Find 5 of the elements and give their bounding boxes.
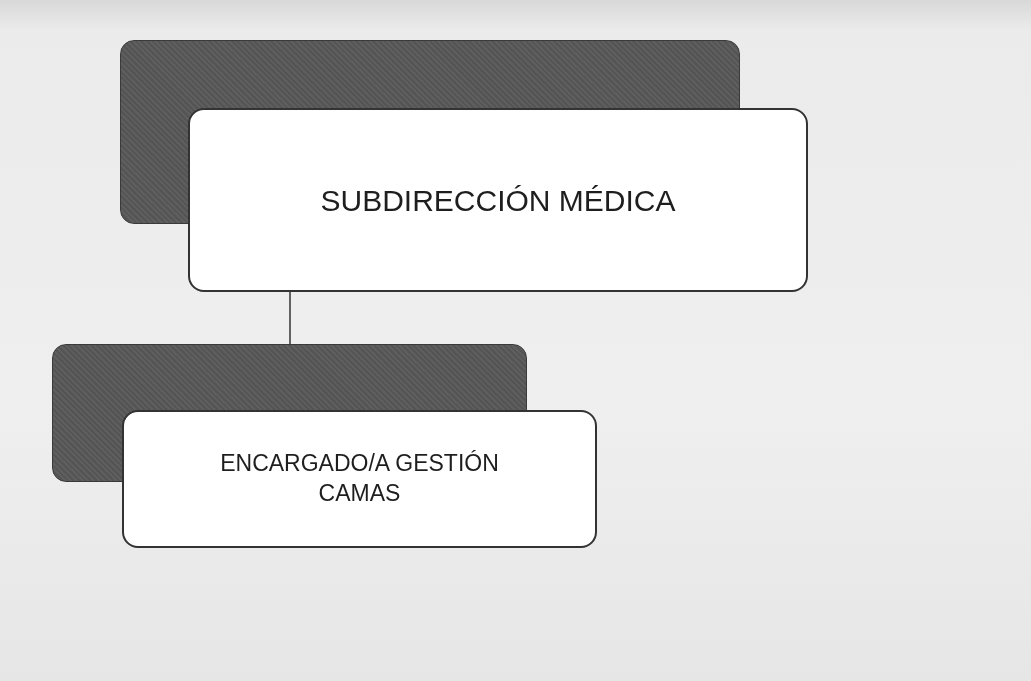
card-title: ENCARGADO/A GESTIÓN CAMAS: [219, 449, 500, 508]
card-title: SUBDIRECCIÓN MÉDICA: [320, 182, 676, 219]
connector-line: [289, 291, 291, 345]
layered-card: [52, 344, 597, 548]
layered-card: [120, 40, 808, 292]
